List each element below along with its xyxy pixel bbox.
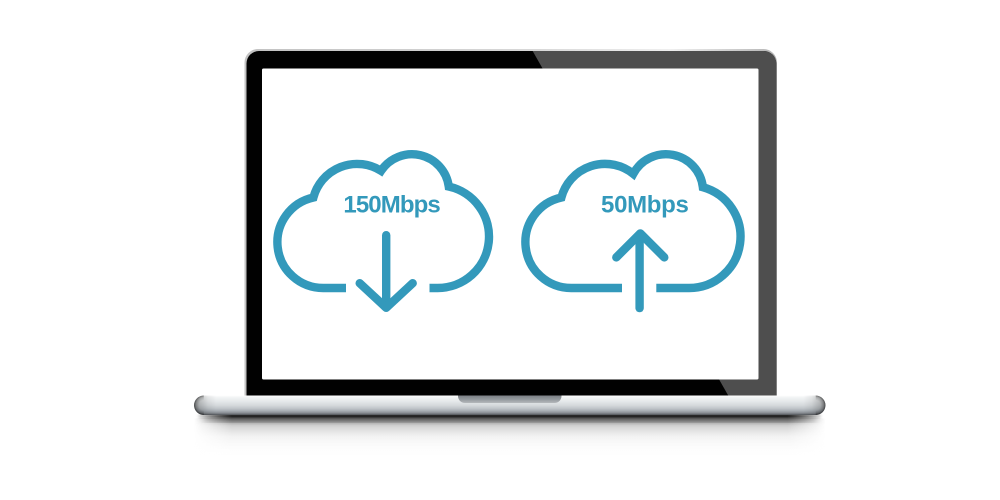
svg-text:50Mbps: 50Mbps xyxy=(601,192,689,219)
svg-text:150Mbps: 150Mbps xyxy=(343,192,440,219)
